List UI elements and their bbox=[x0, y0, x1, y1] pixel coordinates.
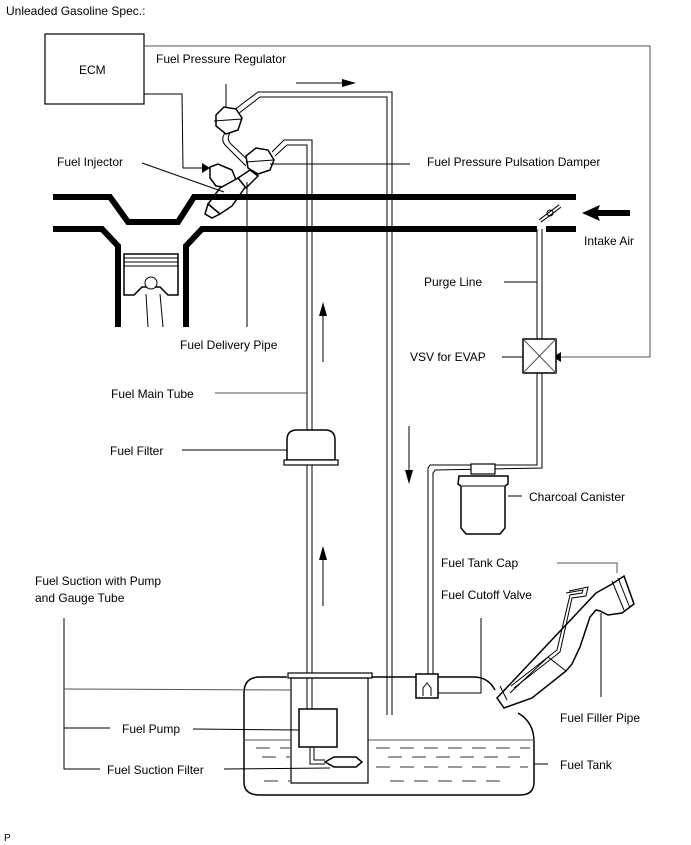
vsv-signal-arrowhead bbox=[553, 352, 561, 362]
evap-pipe-inner bbox=[432, 373, 543, 680]
fuel-delivery-pipe-label: Fuel Delivery Pipe bbox=[180, 338, 278, 352]
main-flow-lower-arrow-icon bbox=[319, 546, 327, 560]
return-flow-arrow-icon bbox=[342, 79, 356, 87]
piston-icon bbox=[123, 253, 179, 328]
charcoal-canister-label: Charcoal Canister bbox=[529, 490, 625, 504]
ecm-box: ECM bbox=[44, 33, 145, 105]
injector-leader bbox=[141, 162, 225, 193]
fuel-tank-label: Fuel Tank bbox=[560, 758, 613, 772]
fuel-tank bbox=[243, 676, 535, 796]
fuel-pressure-regulator-label: Fuel Pressure Regulator bbox=[156, 52, 286, 66]
intake-air-label: Intake Air bbox=[584, 234, 634, 248]
fuel-pump-label: Fuel Pump bbox=[122, 722, 180, 736]
vsv-for-evap bbox=[522, 338, 557, 374]
fuel-filler-pipe-label: Fuel Filler Pipe bbox=[560, 711, 640, 725]
fuel-cutoff-valve bbox=[415, 673, 439, 699]
fuel-suction-filter bbox=[323, 756, 364, 768]
diagram-title: Unleaded Gasoline Spec.: bbox=[6, 4, 145, 18]
return-flow-down-arrow-icon bbox=[405, 470, 413, 484]
pulsation-damper-label: Fuel Pressure Pulsation Damper bbox=[427, 155, 600, 169]
suction-pipe bbox=[309, 747, 325, 765]
fuel-tank-cap-label: Fuel Tank Cap bbox=[441, 556, 518, 570]
purge-line-label: Purge Line bbox=[424, 275, 482, 289]
cutoff-valve-leader bbox=[434, 618, 482, 694]
injector-signal-arrowhead bbox=[202, 163, 210, 173]
intake-air-arrow-icon bbox=[582, 205, 630, 221]
fuel-filter-label: Fuel Filter bbox=[110, 444, 163, 458]
intake-manifold-lower bbox=[53, 226, 576, 327]
regulator-link-pipe bbox=[222, 132, 247, 167]
return-pipe-outer bbox=[229, 91, 393, 715]
fuel-filter bbox=[283, 429, 339, 466]
vsv-label: VSV for EVAP bbox=[410, 350, 486, 364]
fuel-pressure-regulator bbox=[213, 106, 243, 135]
suction-filter-leader bbox=[223, 767, 331, 770]
figure-code: P bbox=[4, 833, 11, 844]
fuel-injector bbox=[204, 163, 247, 219]
delivery-pipe-outer bbox=[271, 139, 313, 710]
main-flow-upper-arrow-icon bbox=[319, 302, 327, 316]
ecm-to-injector-wire bbox=[144, 93, 203, 169]
suction-assembly-leader bbox=[63, 688, 292, 691]
suction-pipe-inner bbox=[313, 747, 325, 761]
fuel-main-tube-label: Fuel Main Tube bbox=[111, 387, 194, 401]
return-pipe-inner bbox=[233, 96, 388, 715]
ecm-to-vsv-wire bbox=[144, 45, 651, 358]
throttle-valve-icon bbox=[538, 204, 562, 223]
fuel-suction-label-line2: and Gauge Tube bbox=[35, 591, 125, 605]
tank-cap-leader bbox=[557, 562, 618, 573]
ecm-label: ECM bbox=[79, 63, 106, 77]
fuel-pump bbox=[298, 708, 338, 748]
fuel-pressure-pulsation-damper bbox=[236, 147, 275, 190]
fuel-injector-label: Fuel Injector bbox=[57, 155, 123, 169]
intake-manifold-upper bbox=[53, 194, 576, 225]
regulator-link-pipe-inner bbox=[227, 132, 251, 163]
evap-pipe-outer bbox=[427, 373, 538, 680]
suction-leader-vertical bbox=[63, 618, 100, 770]
fuel-suction-assembly bbox=[287, 672, 373, 784]
delivery-pipe-inner bbox=[274, 144, 308, 710]
fuel-pump-leader bbox=[192, 728, 300, 731]
fuel-suction-label-line1: Fuel Suction with Pump bbox=[35, 574, 161, 588]
fuel-suction-filter-label: Fuel Suction Filter bbox=[107, 763, 204, 777]
charcoal-canister bbox=[457, 463, 509, 535]
fuel-cutoff-valve-label: Fuel Cutoff Valve bbox=[441, 588, 532, 602]
fuel-filler-pipe bbox=[496, 574, 635, 709]
